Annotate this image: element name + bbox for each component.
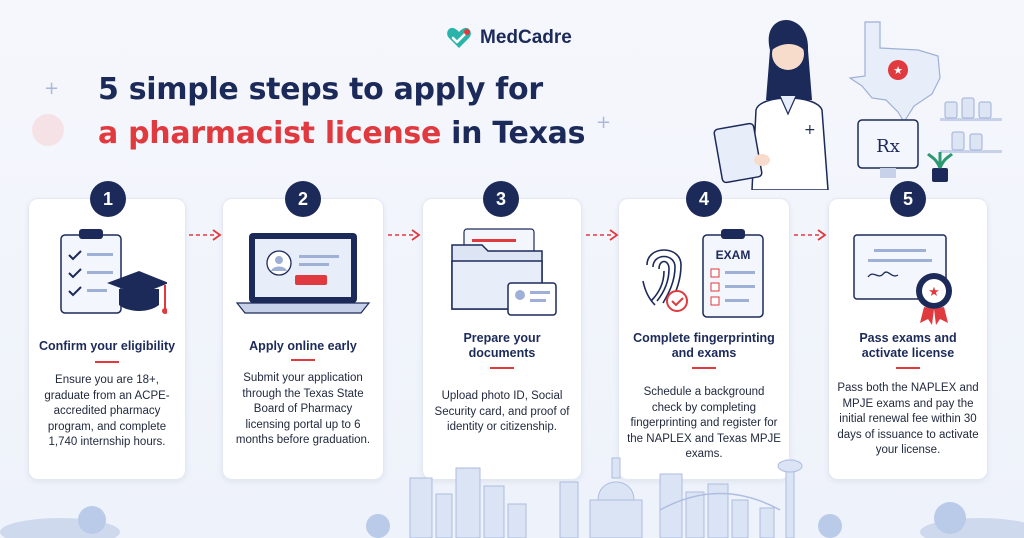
svg-text:★: ★ [893, 64, 903, 77]
exam-label: EXAM [716, 248, 751, 262]
certificate-seal-icon: ★ [829, 225, 987, 333]
title-underline [896, 367, 920, 369]
title-underline [692, 367, 716, 369]
brand-name: MedCadre [480, 27, 572, 48]
dashed-arrow-icon [388, 229, 421, 241]
step-card-1: Confirm your eligibility Ensure you are … [28, 198, 186, 480]
dashed-arrow-icon [794, 229, 827, 241]
step-badge-2: 2 [285, 181, 321, 217]
title-underline [291, 359, 315, 361]
dashed-arrow-icon [189, 229, 222, 241]
step-description: Ensure you are 18+, graduate from an ACP… [44, 374, 170, 448]
step-description: Pass both the NAPLEX and MPJE exams and … [837, 382, 979, 456]
dashed-arrow-icon [586, 229, 619, 241]
step-badge-4: 4 [686, 181, 722, 217]
step-card-3: Prepare your documents Upload photo ID, … [422, 198, 582, 480]
step-description: Upload photo ID, Social Security card, a… [434, 390, 570, 433]
step-title: Pass exams and activate license [859, 331, 957, 360]
fingerprint-exam-icon: EXAM [619, 225, 789, 333]
folder-id-card-icon [423, 225, 581, 333]
step-card-2: Apply online early Submit your applicati… [222, 198, 384, 480]
headline-highlight: a pharmacist license [98, 116, 442, 151]
step-badge-3: 3 [483, 181, 519, 217]
heart-logo-icon [447, 27, 471, 48]
step-title: Apply online early [249, 339, 357, 353]
title-underline [490, 367, 514, 369]
svg-text:★: ★ [928, 285, 940, 300]
sparkle-icon: + [596, 112, 612, 133]
step-card-4: EXAM Complete fingerprinting and exams S… [618, 198, 790, 480]
step-title: Confirm your eligibility [38, 339, 176, 353]
title-underline [95, 361, 119, 363]
rx-symbol: Rx [876, 136, 900, 157]
pharmacist-illustration: ★ Rx + [713, 20, 1002, 190]
location-pin-icon [888, 60, 908, 80]
brand-logo: MedCadre [446, 26, 572, 50]
headline-rest: in Texas [441, 116, 586, 151]
step-title: Prepare your documents [463, 331, 541, 360]
checklist-graduation-cap-icon [29, 225, 185, 333]
headline-line2: a pharmacist license in Texas [98, 112, 585, 156]
step-card-5: ★ Pass exams and activate license Pass b… [828, 198, 988, 480]
headline-line1: 5 simple steps to apply for [98, 72, 543, 107]
step-description: Schedule a background check by completin… [627, 386, 781, 460]
decorative-circle-icon [32, 114, 64, 146]
laptop-profile-icon [223, 225, 383, 333]
step-description: Submit your application through the Texa… [235, 372, 371, 446]
step-title: Complete fingerprinting and exams [633, 331, 775, 360]
step-badge-5: 5 [890, 181, 926, 217]
sparkle-icon: + [44, 78, 60, 99]
city-skyline-illustration [0, 457, 1024, 538]
svg-text:+: + [804, 122, 816, 138]
step-badge-1: 1 [90, 181, 126, 217]
headline: 5 simple steps to apply for a pharmacist… [98, 68, 585, 156]
